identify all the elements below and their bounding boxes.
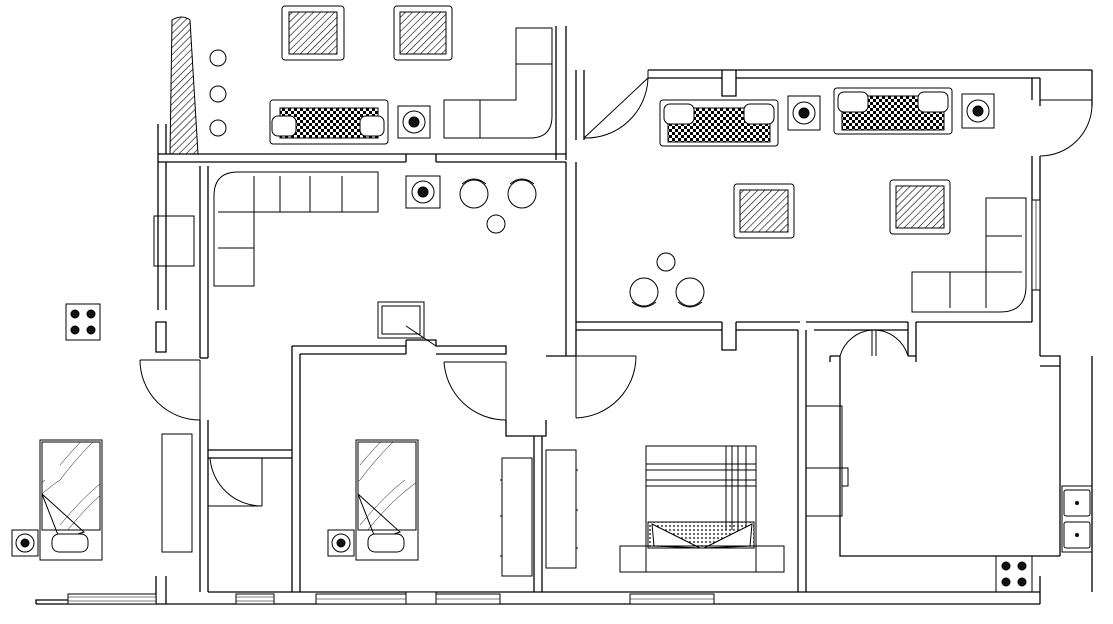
stove-left [65, 303, 101, 341]
chairs-round-right [629, 252, 705, 308]
table-2 [393, 5, 453, 61]
wall-cabinet [153, 215, 195, 267]
wardrobe-left [161, 433, 193, 553]
walls [35, 26, 1093, 605]
wardrobe-middle [501, 457, 533, 577]
bed-left [39, 439, 103, 561]
bed-middle [355, 439, 419, 561]
sectional-balcony [443, 27, 553, 139]
side-table-right-1 [787, 95, 821, 131]
kitchen [805, 405, 1093, 593]
stove-kitchen [995, 555, 1033, 593]
windows [67, 199, 1041, 605]
chairs-round [459, 178, 537, 234]
table-1 [281, 5, 345, 61]
bedroom-middle [327, 439, 533, 577]
planter [169, 16, 199, 155]
wardrobe-master [545, 449, 577, 569]
side-table-right-2 [961, 93, 995, 129]
bedroom-left [11, 433, 193, 561]
tv-unit [377, 301, 437, 347]
table-right-2 [889, 179, 951, 235]
sofa-balcony [269, 99, 389, 145]
sectional-sofa-right [911, 197, 1027, 313]
living-room-right [629, 87, 1027, 313]
side-table-living [405, 175, 441, 209]
nightstand-middle [327, 529, 355, 557]
side-table-balcony [397, 105, 431, 139]
sofa-right-2 [833, 87, 953, 135]
sectional-sofa-left [213, 171, 379, 287]
sofa-right-1 [659, 99, 779, 147]
double-bed [619, 445, 785, 573]
bedroom-master [545, 445, 785, 573]
counter-kitchen [805, 405, 843, 517]
nightstand-left [11, 529, 39, 557]
table-right-1 [733, 183, 795, 239]
sink [1061, 485, 1093, 553]
doors [139, 70, 1093, 507]
living-room-left [65, 171, 537, 347]
balcony-furniture [169, 5, 553, 155]
